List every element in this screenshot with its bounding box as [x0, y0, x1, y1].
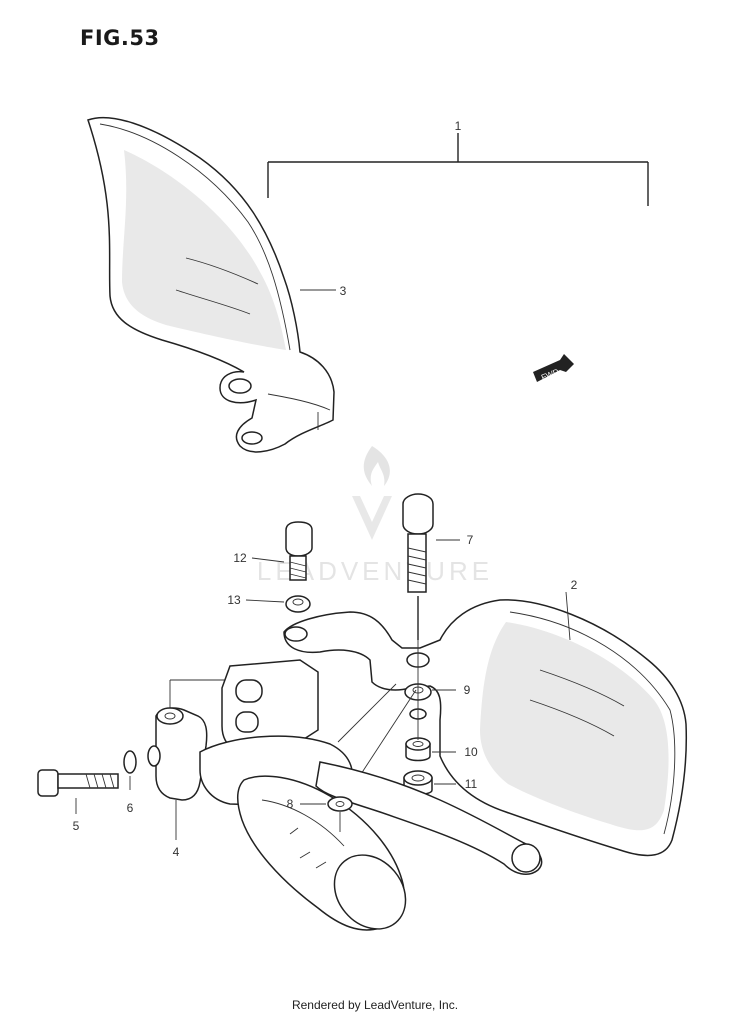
- callout-1: 1: [455, 119, 462, 133]
- bolt-long: [402, 493, 434, 640]
- callout-9: 9: [464, 683, 471, 697]
- callout-10: 10: [464, 745, 478, 759]
- handlebar-grip: [237, 775, 407, 931]
- callout-5: 5: [73, 819, 80, 833]
- bolt-5: [37, 769, 119, 814]
- flame-icon: [363, 446, 390, 486]
- callout-2: 2: [571, 578, 578, 592]
- callout-3: 3: [340, 284, 347, 298]
- callout-4: 4: [173, 845, 180, 859]
- callout-6: 6: [127, 801, 134, 815]
- washer-13: [285, 595, 311, 613]
- callout-13: 13: [227, 593, 241, 607]
- callout-8: 8: [287, 797, 294, 811]
- hand-guard-lower: [283, 599, 688, 857]
- fwd-arrow: FWD: [533, 354, 574, 382]
- washer-6: [123, 750, 137, 790]
- callout-7: 7: [467, 533, 474, 547]
- screw-8: [327, 796, 353, 832]
- footer-credit: Rendered by LeadVenture, Inc.: [291, 998, 459, 1012]
- callout-labels: 1 2 3 4 5 6 7 8 9 10 11 12 13: [73, 119, 578, 859]
- assembly-bracket-1: [267, 133, 649, 206]
- logo-mark-icon: [352, 496, 392, 540]
- figure-title: FIG.53: [80, 26, 160, 50]
- bolt-short: [285, 521, 313, 581]
- hand-guard-upper: [87, 116, 335, 453]
- callout-11: 11: [465, 777, 478, 791]
- callout-12: 12: [233, 551, 247, 565]
- lever-housing: [147, 659, 543, 876]
- nut-10: [405, 737, 431, 762]
